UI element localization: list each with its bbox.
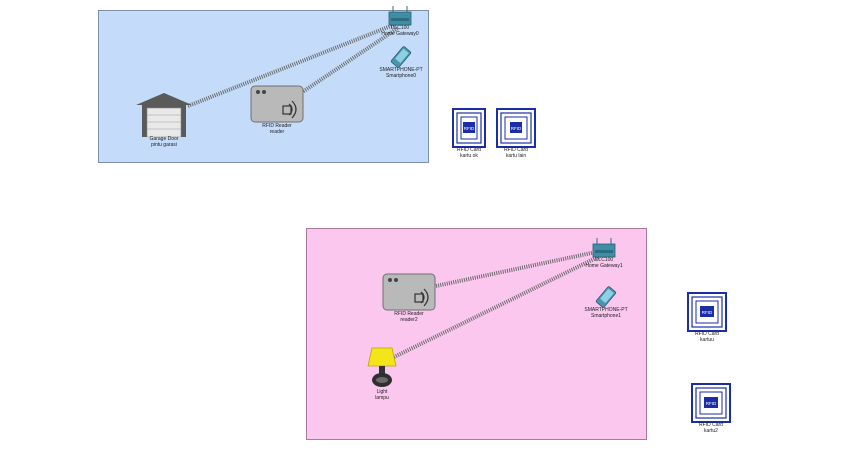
environment-zone-2 [306,228,647,440]
device-name-label: Home Gateway1 [585,262,623,269]
device-type-label: DLC100 [390,25,410,31]
garage-door[interactable]: Garage Door pintu garasi [134,93,194,148]
device-type-label: SMARTPHONE-PT [584,307,628,313]
rfid-card-icon: RFID [691,383,731,423]
device-type-label: Garage Door [149,136,179,142]
home-gateway-0[interactable]: DLC100 Home Gateway0 [380,6,420,37]
device-name-label: kartu lain [505,152,527,159]
device-name-label: Smartphone1 [590,312,622,319]
device-name-label: lampu [375,394,389,401]
device-name-label: reader [269,128,285,135]
rfid-chip-text: RFID [511,126,522,131]
light-lampu[interactable]: Light lampu [362,346,402,401]
device-type-label: RFID Card [695,331,719,337]
rfid-card-icon: RFID [496,108,536,148]
device-type-label: RFID Reader [394,311,424,317]
device-name-label: reader2 [400,316,418,323]
rfid-card-kartu2[interactable]: RFID RFID Card kartu2 [690,383,732,434]
device-type-label: RFID Reader [262,123,292,129]
home-gateway-1[interactable]: DLC100 Home Gateway1 [584,238,624,269]
home-gateway-icon [592,238,616,258]
rfid-card-kartu-ok[interactable]: RFID RFID Card kartu ok [449,108,489,159]
rfid-chip-text: RFID [706,401,717,406]
smartphone-icon [390,46,412,68]
device-name-label: kartu ok [460,152,478,159]
device-type-label: RFID Card [504,147,528,153]
garage-door-icon [136,93,192,137]
lamp-icon [367,347,397,387]
device-name-label: pintu garasi [151,141,177,148]
rfid-card-kartu-lain[interactable]: RFID RFID Card kartu lain [494,108,538,159]
smartphone-1[interactable]: SMARTPHONE-PT Smartphone1 [580,286,632,319]
device-name-label: Home Gateway0 [381,30,419,37]
wireless-link-light-gateway1 [387,254,601,362]
rfid-card-kartuu[interactable]: RFID RFID Card kartuu [686,292,728,343]
device-name-label: kartu2 [704,427,718,434]
rfid-card-icon: RFID [687,292,727,332]
rfid-reader-icon [382,273,436,311]
rfid-card-icon: RFID [452,108,486,148]
device-name-label: Smartphone0 [385,72,417,79]
device-name-label: kartuu [700,336,714,343]
smartphone-icon [595,286,617,308]
wireless-link-reader-gateway0 [296,26,400,97]
home-gateway-icon [388,6,412,26]
rfid-chip-text: RFID [464,126,475,131]
rfid-reader-icon [250,85,304,123]
smartphone-0[interactable]: SMARTPHONE-PT Smartphone0 [376,46,426,79]
device-type-label: RFID Card [457,147,481,153]
device-type-label: SMARTPHONE-PT [379,67,423,73]
rfid-reader[interactable]: RFID Reader reader [248,84,306,135]
device-type-label: Light [376,389,388,395]
device-type-label: RFID Card [699,422,723,428]
rfid-chip-text: RFID [702,310,713,315]
rfid-reader-2[interactable]: RFID Reader reader2 [380,272,438,323]
wireless-link-reader2-gateway1 [435,250,597,288]
device-type-label: DLC100 [594,257,614,263]
